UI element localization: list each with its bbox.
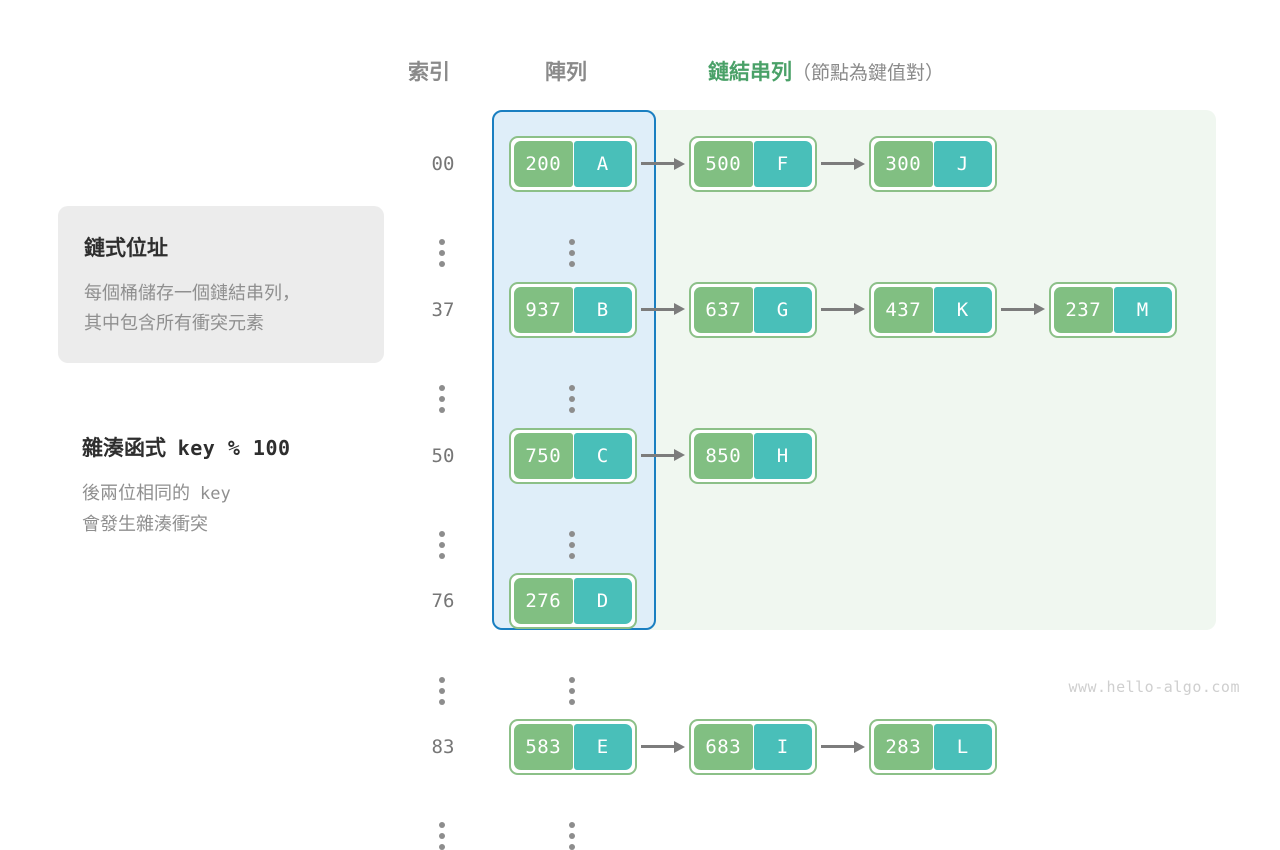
ellipsis-array-slot xyxy=(569,676,579,705)
node-key: 937 xyxy=(514,286,573,333)
next-pointer-arrow xyxy=(821,157,865,170)
next-pointer-arrow xyxy=(821,740,865,753)
node-value: G xyxy=(753,286,812,333)
bucket-index-label: 00 xyxy=(431,153,455,175)
bucket-index-label: 37 xyxy=(431,298,455,321)
ellipsis-array-slot xyxy=(569,239,579,268)
node-key: 750 xyxy=(514,432,573,479)
ellipsis-index xyxy=(439,676,449,705)
node-value: M xyxy=(1113,286,1172,333)
hash-function-label: 雜湊函式 xyxy=(82,437,166,460)
node-key: 583 xyxy=(514,724,573,771)
node-value: L xyxy=(933,724,992,771)
node-key: 437 xyxy=(874,286,933,333)
ellipsis-index xyxy=(439,530,449,559)
column-header-array: 陣列 xyxy=(545,61,587,84)
node-key: 300 xyxy=(874,141,933,187)
next-pointer-arrow xyxy=(641,303,685,316)
node-value: F xyxy=(753,141,812,187)
hash-note-line-1: 後兩位相同的 key xyxy=(82,478,412,509)
ellipsis-array-slot xyxy=(569,822,579,850)
node-key: 637 xyxy=(694,286,753,333)
node-value: C xyxy=(573,432,632,479)
node-key: 237 xyxy=(1054,286,1113,333)
node-value: H xyxy=(753,432,812,479)
info-card-title: 鏈式位址 xyxy=(84,237,168,260)
node-value: I xyxy=(753,724,812,771)
ellipsis-array-slot xyxy=(569,530,579,559)
hash-note-line-2: 會發生雜湊衝突 xyxy=(82,514,208,534)
watermark: www.hello-algo.com xyxy=(1068,678,1240,696)
node-value: D xyxy=(573,578,632,625)
chaining-hash-table-diagram: { "headers": { "index": "索引", "array": "… xyxy=(58,56,1240,850)
next-pointer-arrow xyxy=(641,449,685,462)
node-value: E xyxy=(573,724,632,771)
ellipsis-index xyxy=(439,385,449,413)
next-pointer-arrow xyxy=(821,303,865,316)
node-value: K xyxy=(933,286,992,333)
node-key: 850 xyxy=(694,432,753,479)
node-value: B xyxy=(573,286,632,333)
node-value: J xyxy=(933,141,992,187)
node-key: 500 xyxy=(694,141,753,187)
hash-function-title: 雜湊函式 key % 100 xyxy=(82,432,412,462)
hash-function-note: 雜湊函式 key % 100 後兩位相同的 key 會發生雜湊衝突 xyxy=(82,432,412,539)
node-key: 276 xyxy=(514,578,573,625)
node-key: 200 xyxy=(514,141,573,187)
ellipsis-index xyxy=(439,822,449,850)
column-header-index: 索引 xyxy=(408,61,450,84)
hash-function-expression: key % 100 xyxy=(177,436,291,460)
node-key: 683 xyxy=(694,724,753,771)
bucket-index-label: 50 xyxy=(431,444,455,467)
node-key: 283 xyxy=(874,724,933,771)
ellipsis-index xyxy=(439,239,449,268)
column-header-linked-list-sub: （節點為鍵值對） xyxy=(792,63,945,84)
column-header-linked-list: 鏈結串列（節點為鍵值對） xyxy=(708,56,944,86)
column-header-linked-list-main: 鏈結串列 xyxy=(708,61,792,84)
node-value: A xyxy=(573,141,632,187)
info-card-line-1: 每個桶儲存一個鏈結串列， xyxy=(84,283,300,303)
bucket-index-label: 76 xyxy=(431,590,455,613)
next-pointer-arrow xyxy=(641,740,685,753)
hash-note-line-1-key: key xyxy=(200,484,231,504)
info-card-separate-chaining: 鏈式位址 每個桶儲存一個鏈結串列， 其中包含所有衝突元素 xyxy=(58,206,384,363)
ellipsis-array-slot xyxy=(569,385,579,413)
hash-note-line-1-text: 後兩位相同的 xyxy=(82,483,190,503)
next-pointer-arrow xyxy=(1001,303,1045,316)
next-pointer-arrow xyxy=(641,157,685,170)
info-card-line-2: 其中包含所有衝突元素 xyxy=(84,313,264,333)
linked-list-region-panel xyxy=(626,110,1216,630)
bucket-index-label: 83 xyxy=(431,736,455,759)
